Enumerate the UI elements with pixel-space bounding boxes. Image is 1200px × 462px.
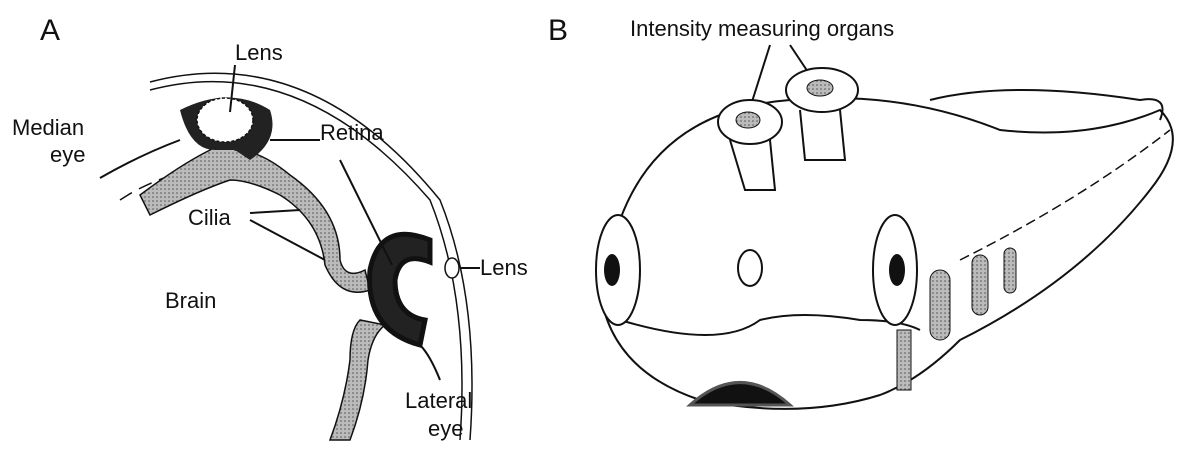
gill-slit-2 bbox=[971, 254, 989, 316]
gill-slit-4 bbox=[896, 329, 912, 391]
tail-fin bbox=[929, 89, 1164, 121]
label-intensity-organs: Intensity measuring organs bbox=[630, 16, 894, 41]
outer-membrane-2 bbox=[149, 72, 473, 441]
center-organ bbox=[737, 249, 763, 287]
stalk-2 bbox=[799, 109, 847, 161]
label-cilia: Cilia bbox=[188, 205, 232, 230]
tail-dash bbox=[959, 129, 1171, 261]
label-lens-top: Lens bbox=[235, 40, 283, 65]
brain-wall bbox=[139, 144, 371, 293]
leader-retina-lateral bbox=[339, 159, 393, 266]
lateral-eye-retina bbox=[367, 231, 433, 349]
panel-a: A Lens Median eye Retina Cilia Brain Len… bbox=[12, 14, 528, 441]
median-lens bbox=[196, 97, 254, 143]
label-lateral-eye-1: Lateral bbox=[405, 388, 472, 413]
right-pupil bbox=[889, 254, 905, 286]
label-median-eye-2: eye bbox=[50, 142, 85, 167]
left-pupil bbox=[604, 254, 620, 286]
lateral-lens bbox=[444, 257, 460, 279]
label-brain: Brain bbox=[165, 288, 216, 313]
stalk-1 bbox=[729, 139, 777, 191]
label-lens-right: Lens bbox=[480, 255, 528, 280]
gill-slit-1 bbox=[929, 269, 951, 341]
body-line bbox=[619, 314, 921, 336]
arrow-median-eye bbox=[99, 139, 181, 179]
panel-b: B Intensity measuring organs bbox=[548, 14, 1174, 410]
label-retina: Retina bbox=[320, 120, 384, 145]
panel-a-letter: A bbox=[40, 14, 60, 47]
organ-2-core bbox=[806, 79, 834, 97]
brain-wall-lower bbox=[328, 319, 387, 441]
label-median-eye-1: Median bbox=[12, 115, 84, 140]
outer-membrane bbox=[149, 80, 463, 441]
leader-cilia bbox=[249, 209, 326, 261]
gill-slit-3 bbox=[1003, 247, 1017, 294]
organ-1-core bbox=[735, 111, 761, 129]
label-lateral-eye-2: eye bbox=[428, 416, 463, 441]
leader-lens-top bbox=[229, 64, 236, 113]
arrow-lateral-eye bbox=[419, 344, 441, 381]
mouth bbox=[686, 381, 794, 407]
panel-b-letter: B bbox=[548, 14, 568, 47]
